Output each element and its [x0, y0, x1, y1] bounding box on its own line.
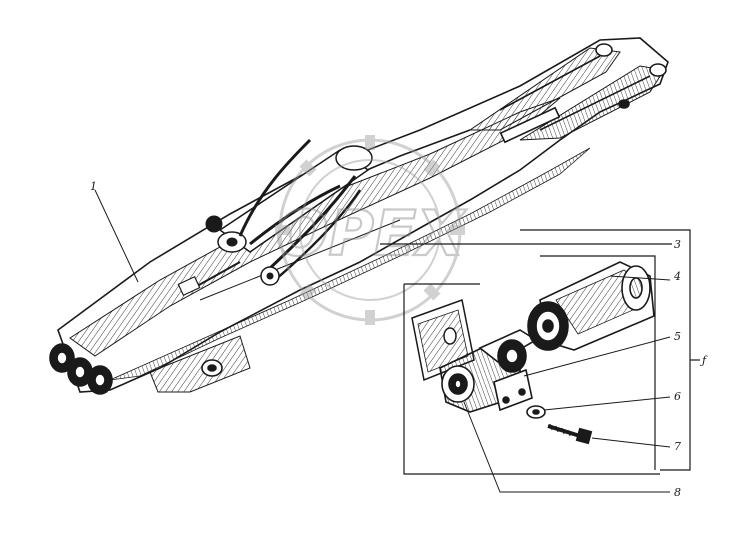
watermark-text: OPEX: [276, 197, 467, 270]
leader-4: [609, 275, 671, 281]
front-end-rollers: [49, 343, 113, 395]
callout-3: 3: [674, 238, 681, 251]
washer: [526, 405, 546, 419]
callout-6: 6: [674, 390, 681, 403]
leader-lines: [94, 189, 671, 493]
callout-group: ƒ: [699, 354, 708, 367]
leader-6: [543, 396, 671, 411]
leader-1: [94, 189, 139, 283]
callout-8: 8: [674, 486, 681, 499]
shaft-cylinder: [527, 261, 655, 351]
boom-assembly: [49, 37, 669, 395]
callout-7: 7: [674, 440, 681, 453]
callout-labels: 1 3 4 5 6 7 8 ƒ: [90, 180, 708, 499]
leader-7: [591, 437, 671, 448]
callout-1: 1: [90, 180, 97, 193]
leader-8: [463, 401, 670, 493]
watermark-logo: OPEX: [275, 135, 468, 325]
hydraulic-cylinder: [177, 138, 373, 297]
leader-5: [523, 336, 671, 377]
bolt: [547, 423, 593, 445]
callout-4: 4: [673, 270, 681, 283]
callout-5: 5: [674, 330, 681, 343]
